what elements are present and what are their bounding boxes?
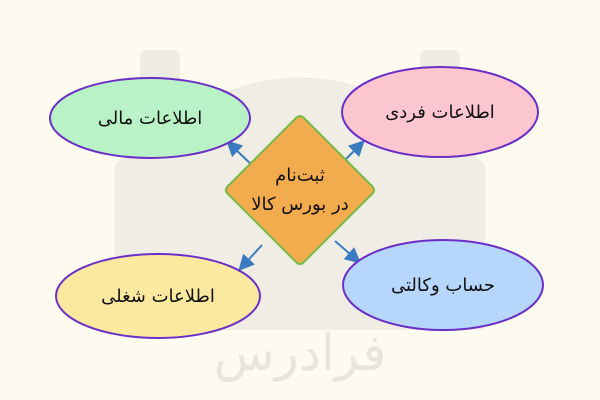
center-label-line1: ثبت‌نام xyxy=(275,165,325,186)
node-personal-info[interactable]: اطلاعات فردی xyxy=(341,66,539,158)
connector-brokerage xyxy=(334,240,362,264)
connector-occupational xyxy=(238,244,263,271)
node-financial-shape xyxy=(49,77,251,159)
node-brokerage-label: حساب وکالتی xyxy=(391,275,495,296)
node-personal-shape xyxy=(341,66,539,158)
watermark-text: فرادرس xyxy=(214,324,387,382)
node-financial-info[interactable]: اطلاعات مالی xyxy=(49,77,251,159)
node-financial-label: اطلاعات مالی xyxy=(98,108,203,129)
node-occupational-info[interactable]: اطلاعات شغلی xyxy=(55,253,261,339)
node-brokerage-account[interactable]: حساب وکالتی xyxy=(342,239,544,331)
center-label-line2: در بورس کالا xyxy=(251,194,348,215)
node-brokerage-shape xyxy=(342,239,544,331)
node-personal-label: اطلاعات فردی xyxy=(385,102,495,123)
center-node[interactable]: ثبت‌نام در بورس کالا xyxy=(225,115,375,265)
center-diamond-shape xyxy=(225,115,375,265)
node-occupational-label: اطلاعات شغلی xyxy=(101,286,215,307)
node-occupational-shape xyxy=(55,253,261,339)
